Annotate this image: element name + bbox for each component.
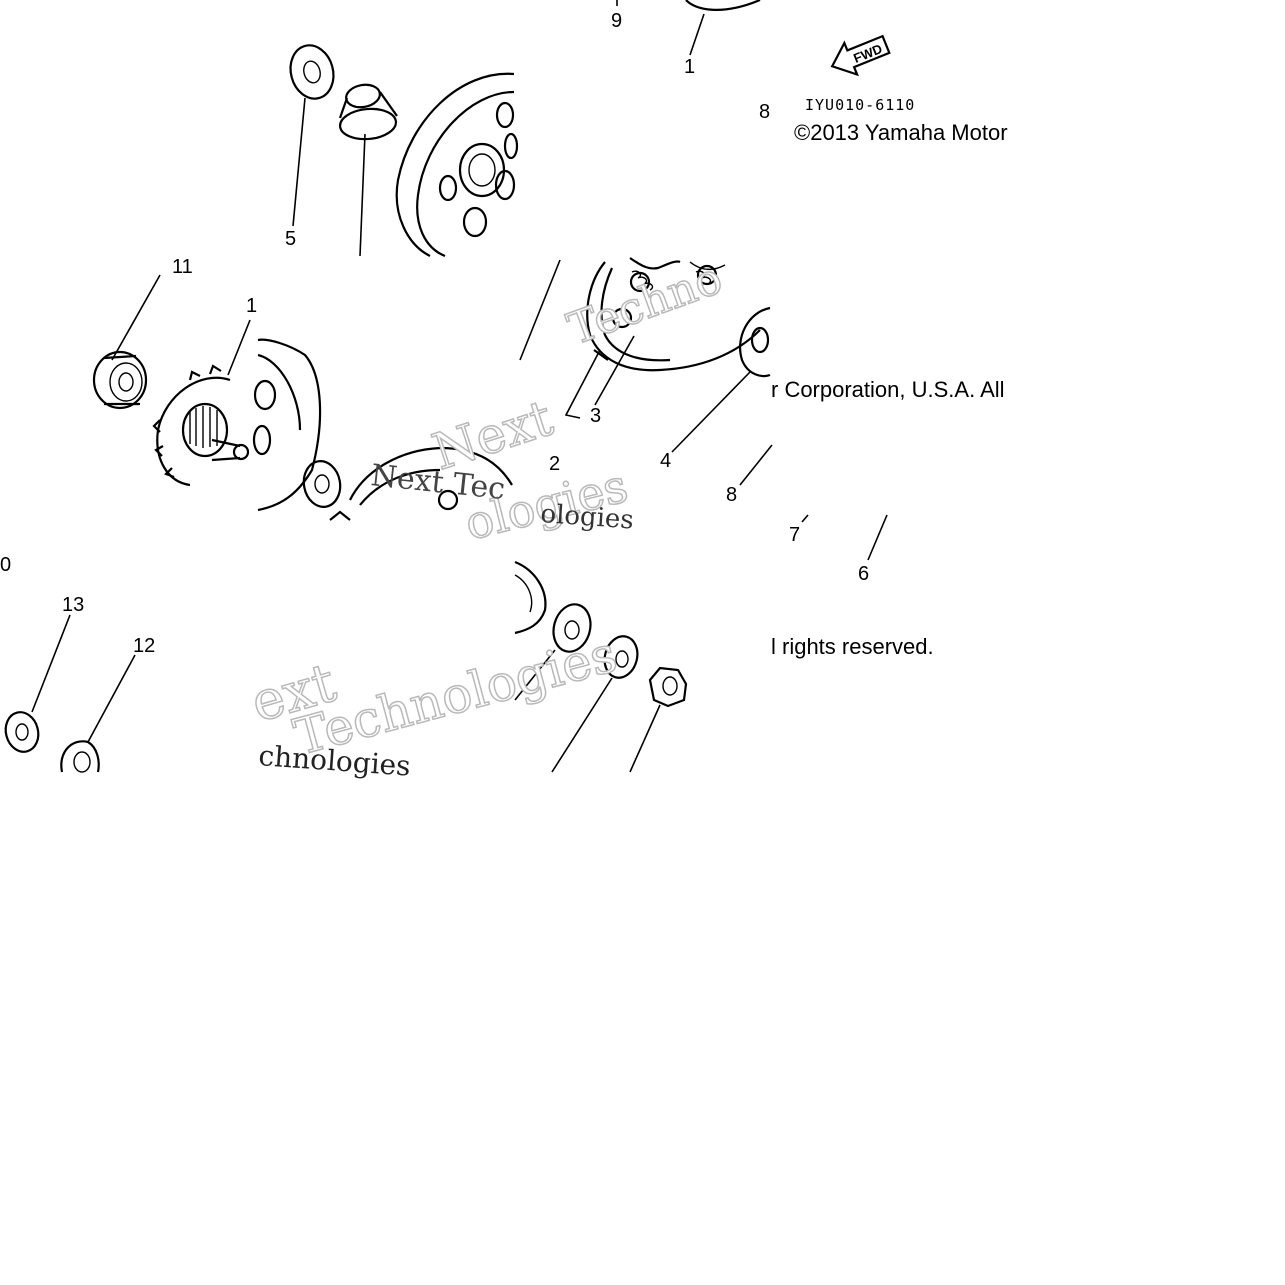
washer-part-5 bbox=[289, 44, 335, 100]
fwd-arrow-icon: FWD bbox=[830, 34, 891, 77]
copyright-line-1: ©2013 Yamaha Motor bbox=[794, 120, 1008, 145]
callout-9: 9 bbox=[611, 10, 622, 32]
leader-line-5 bbox=[292, 97, 306, 227]
clutch-shoe-part bbox=[329, 446, 513, 521]
leader-line-8-mid bbox=[739, 444, 773, 486]
copyright-line-2: r Corporation, U.S.A. All bbox=[771, 377, 1005, 402]
callout-4: 4 bbox=[660, 450, 671, 472]
watermark: Next Techno ologies ext Technologies bbox=[243, 252, 729, 767]
clutch-edge-part bbox=[514, 560, 547, 635]
svg-text:Techno: Techno bbox=[561, 253, 729, 356]
leader-line-6 bbox=[867, 514, 888, 561]
callout-8-top: 8 bbox=[759, 101, 770, 123]
leader-line-11 bbox=[111, 274, 161, 361]
callout-11: 11 bbox=[172, 256, 193, 278]
callout-10-partial: 0 bbox=[0, 554, 11, 576]
callout-2: 2 bbox=[549, 453, 560, 475]
leader-line-washer-b bbox=[551, 677, 613, 773]
leader-line-4 bbox=[671, 371, 751, 453]
leader-line-nut bbox=[629, 704, 661, 773]
callout-7: 7 bbox=[789, 524, 800, 546]
bearing-part-11 bbox=[92, 350, 148, 410]
callout-3: 3 bbox=[590, 405, 601, 427]
callout-13: 13 bbox=[62, 594, 84, 616]
callout-6: 6 bbox=[858, 563, 869, 585]
leader-line-1-top bbox=[689, 13, 705, 56]
callout-12: 12 bbox=[133, 635, 155, 657]
belt-part bbox=[685, 0, 761, 11]
clutch-carrier-part bbox=[586, 257, 761, 372]
callout-8-mid: 8 bbox=[726, 484, 737, 506]
diagram-code: IYU010-6110 bbox=[805, 96, 915, 114]
leader-line-1-right bbox=[519, 259, 561, 361]
gear-part-1 bbox=[152, 364, 250, 487]
bearing-part-4 bbox=[739, 306, 771, 378]
leader-line-7 bbox=[801, 514, 809, 523]
leader-line-collar bbox=[359, 133, 366, 257]
leader-line-2 bbox=[564, 349, 601, 419]
sheave-part bbox=[252, 338, 322, 512]
svg-text:chnologies: chnologies bbox=[258, 739, 412, 783]
svg-text:ologies: ologies bbox=[540, 499, 635, 535]
leader-line-13 bbox=[31, 614, 71, 713]
leader-line-1-mid bbox=[227, 319, 251, 376]
washer-part-a bbox=[552, 603, 592, 653]
callout-1-top: 1 bbox=[684, 56, 695, 78]
leader-line-12 bbox=[87, 654, 136, 743]
washer-part-12 bbox=[60, 740, 100, 773]
copyright-line-3: l rights reserved. bbox=[771, 634, 934, 659]
washer-part-13 bbox=[4, 711, 40, 753]
leader-line-3 bbox=[594, 335, 635, 406]
leader-line-washer-a bbox=[514, 649, 556, 701]
callout-1-mid: 1 bbox=[246, 295, 257, 317]
clutch-housing-part bbox=[395, 72, 519, 258]
callout-5: 5 bbox=[285, 228, 296, 250]
washer-part-b bbox=[603, 635, 639, 679]
nut-part bbox=[648, 666, 688, 708]
collar-part bbox=[338, 83, 398, 141]
washer-part-center bbox=[302, 460, 342, 508]
